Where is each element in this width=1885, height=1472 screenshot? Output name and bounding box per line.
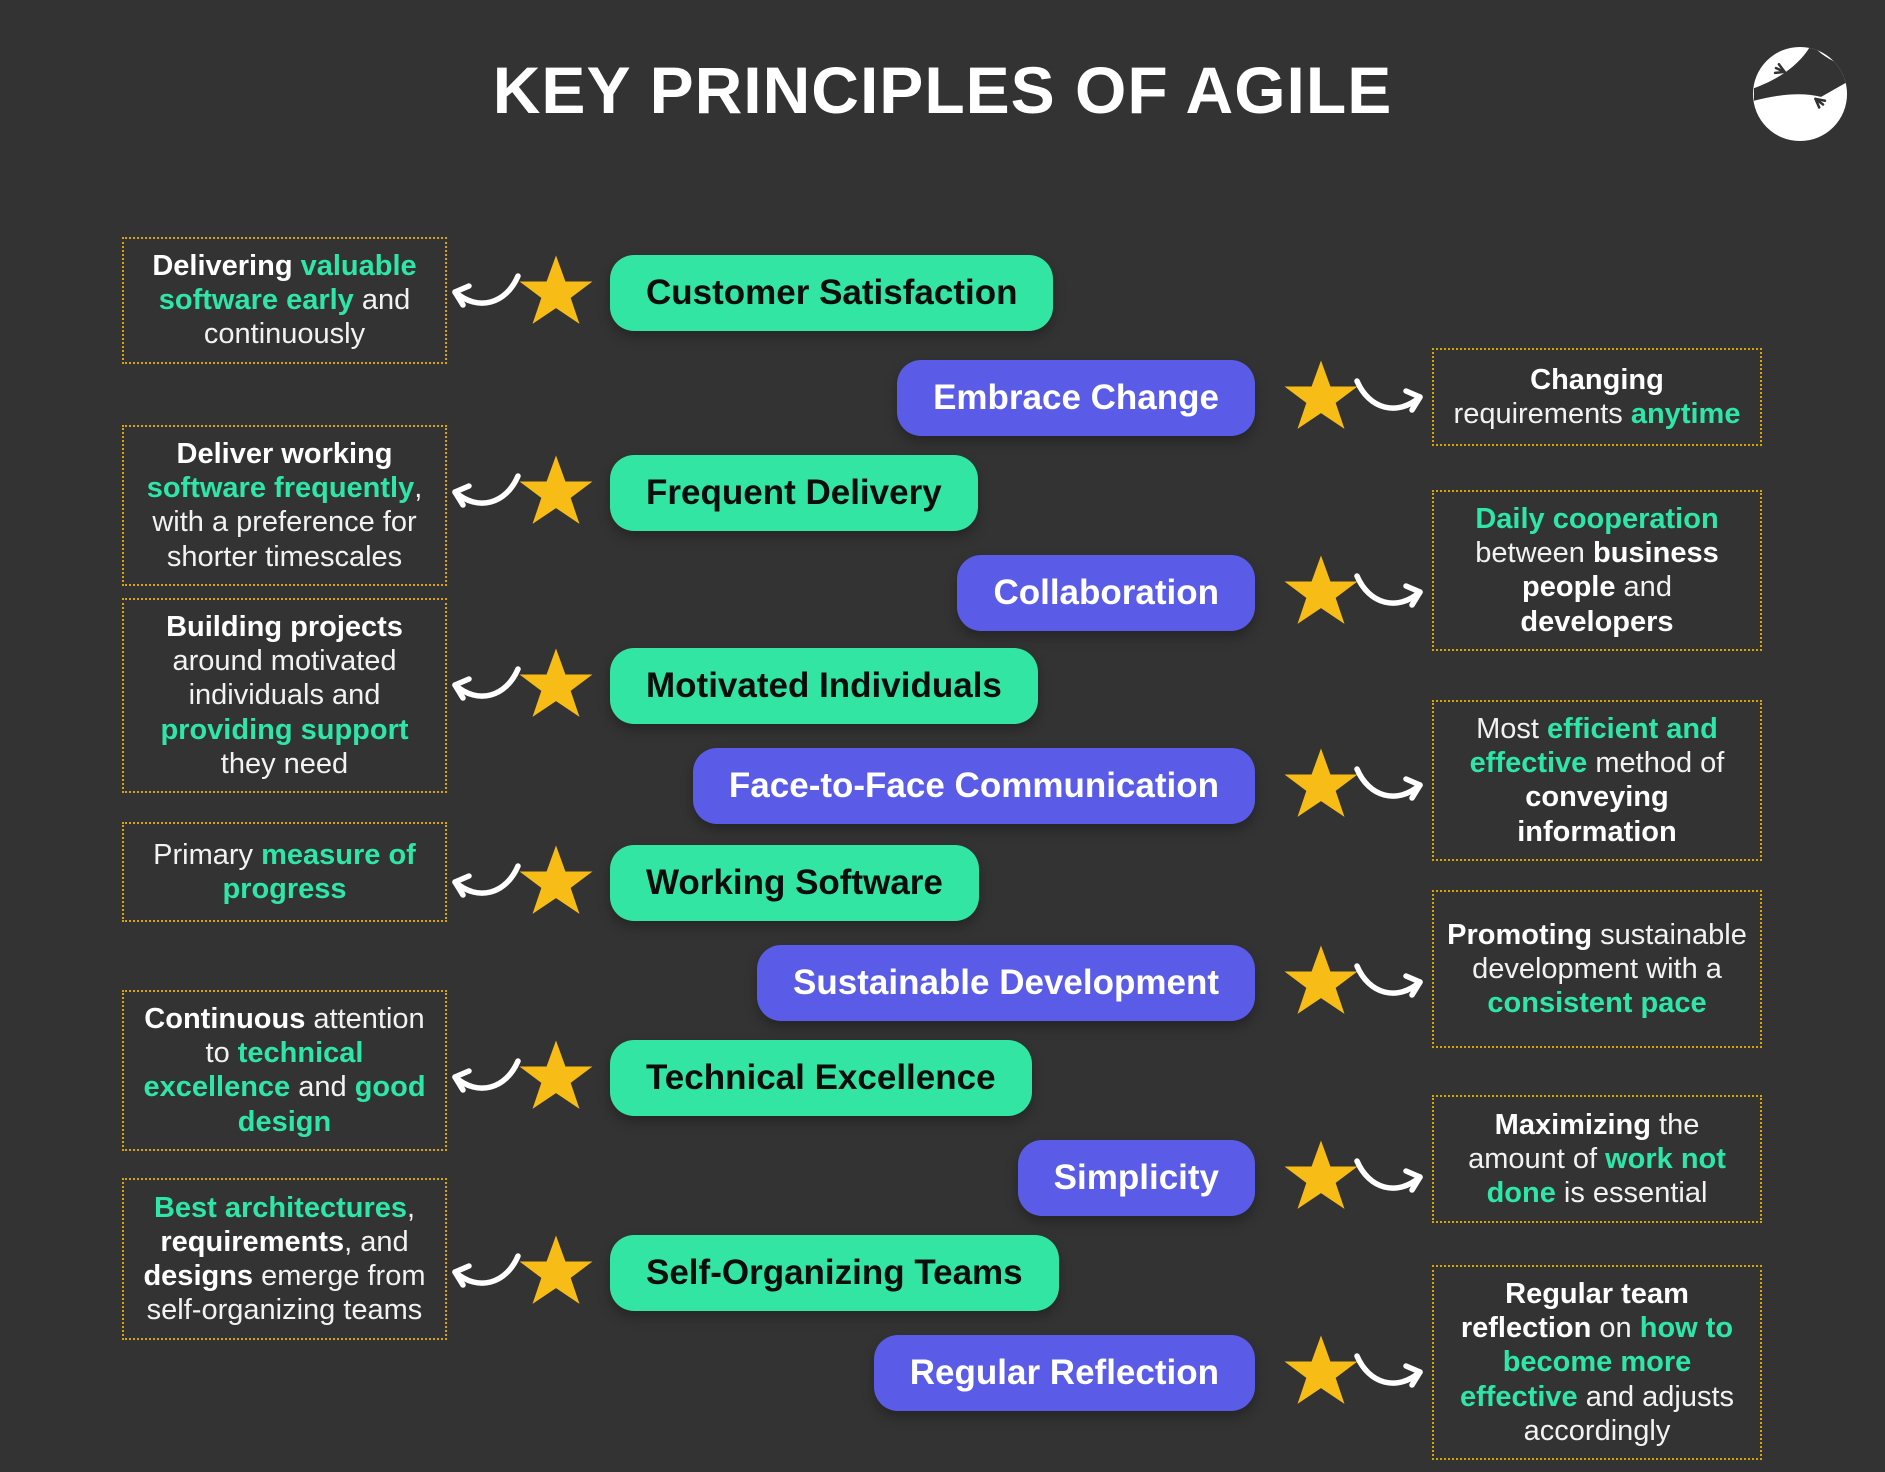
lizard-logo (1752, 46, 1848, 142)
curved-arrow-icon (448, 1248, 523, 1298)
curved-arrow-icon (1352, 373, 1427, 423)
desc-face-to-face-communication: Most efficient and effective method of c… (1432, 700, 1762, 861)
pill-customer-satisfaction: Customer Satisfaction (610, 255, 1054, 331)
star-icon (519, 1040, 593, 1109)
pill-face-to-face-communication: Face-to-Face Communication (692, 748, 1255, 824)
curved-arrow-icon (448, 1053, 523, 1103)
star-icon (1284, 945, 1358, 1014)
desc-simplicity: Maximizing the amount of work not done i… (1432, 1095, 1762, 1223)
curved-arrow-icon (1352, 1348, 1427, 1398)
star-icon (1284, 1335, 1358, 1404)
pill-self-organizing-teams: Self-Organizing Teams (610, 1235, 1059, 1311)
star-icon (519, 455, 593, 524)
pill-sustainable-development: Sustainable Development (757, 945, 1255, 1021)
pill-collaboration: Collaboration (957, 555, 1255, 631)
star-icon (519, 255, 593, 324)
star-icon (519, 648, 593, 717)
desc-technical-excellence: Continuous attention to technical excell… (122, 990, 447, 1151)
desc-customer-satisfaction: Delivering valuable software early and c… (122, 237, 447, 364)
star-icon (1284, 360, 1358, 429)
desc-frequent-delivery: Deliver working software frequently, wit… (122, 425, 447, 586)
curved-arrow-icon (1352, 1153, 1427, 1203)
star-icon (1284, 748, 1358, 817)
desc-regular-reflection: Regular team reflection on how to become… (1432, 1265, 1762, 1461)
star-icon (1284, 555, 1358, 624)
desc-motivated-individuals: Building projects around motivated indiv… (122, 598, 447, 794)
star-icon (1284, 1140, 1358, 1209)
curved-arrow-icon (1352, 568, 1427, 618)
pill-technical-excellence: Technical Excellence (610, 1040, 1032, 1116)
pill-embrace-change: Embrace Change (897, 360, 1255, 436)
curved-arrow-icon (448, 661, 523, 711)
desc-sustainable-development: Promoting sustainable development with a… (1432, 890, 1762, 1048)
pill-working-software: Working Software (610, 845, 979, 921)
desc-embrace-change: Changing requirements anytime (1432, 348, 1762, 446)
pill-frequent-delivery: Frequent Delivery (610, 455, 978, 531)
star-icon (519, 845, 593, 914)
curved-arrow-icon (1352, 958, 1427, 1008)
pill-motivated-individuals: Motivated Individuals (610, 648, 1038, 724)
pill-regular-reflection: Regular Reflection (873, 1335, 1255, 1411)
curved-arrow-icon (448, 468, 523, 518)
desc-working-software: Primary measure of progress (122, 822, 447, 922)
pill-simplicity: Simplicity (1017, 1140, 1255, 1216)
curved-arrow-icon (448, 858, 523, 908)
page-title: KEY PRINCIPLES OF AGILE (492, 53, 1393, 127)
curved-arrow-icon (448, 268, 523, 318)
star-icon (519, 1235, 593, 1304)
desc-self-organizing-teams: Best architectures, requirements, and de… (122, 1178, 447, 1340)
curved-arrow-icon (1352, 761, 1427, 811)
desc-collaboration: Daily cooperation between business peopl… (1432, 490, 1762, 651)
